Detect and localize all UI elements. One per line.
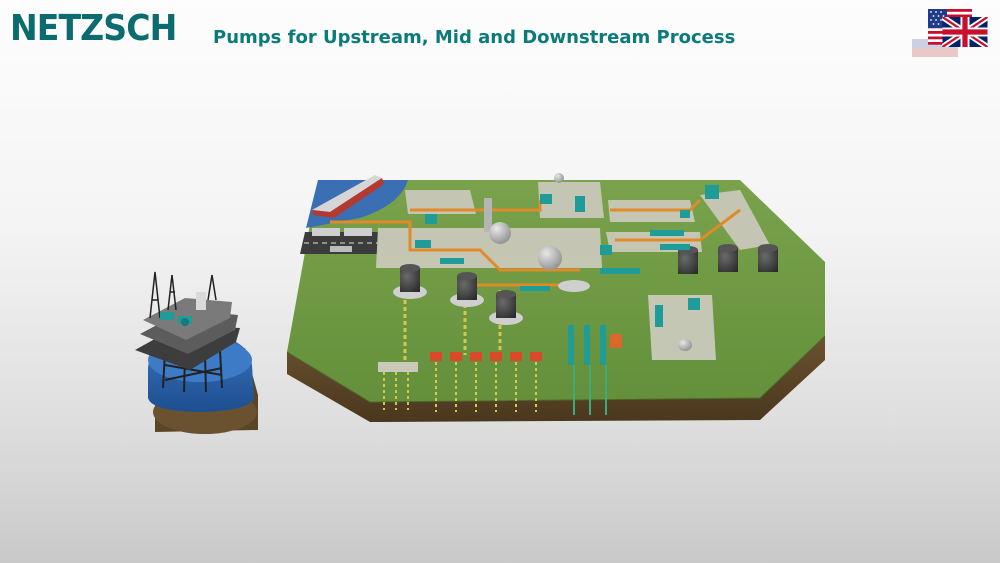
tank-farm[interactable] <box>393 244 778 325</box>
processing-station[interactable] <box>568 325 692 415</box>
uk-flag-icon[interactable] <box>942 17 988 47</box>
truck-loading[interactable] <box>300 228 380 254</box>
offshore-platform[interactable] <box>135 271 258 434</box>
tanker-ship[interactable] <box>306 175 408 228</box>
language-selector <box>912 9 988 59</box>
netzsch-logo: NETZSCH <box>10 8 177 49</box>
page-title: Pumps for Upstream, Mid and Downstream P… <box>213 27 736 48</box>
pump-units[interactable] <box>415 185 719 327</box>
process-tower <box>484 173 590 292</box>
wellheads[interactable] <box>378 352 542 412</box>
refinery-area[interactable] <box>376 182 770 360</box>
